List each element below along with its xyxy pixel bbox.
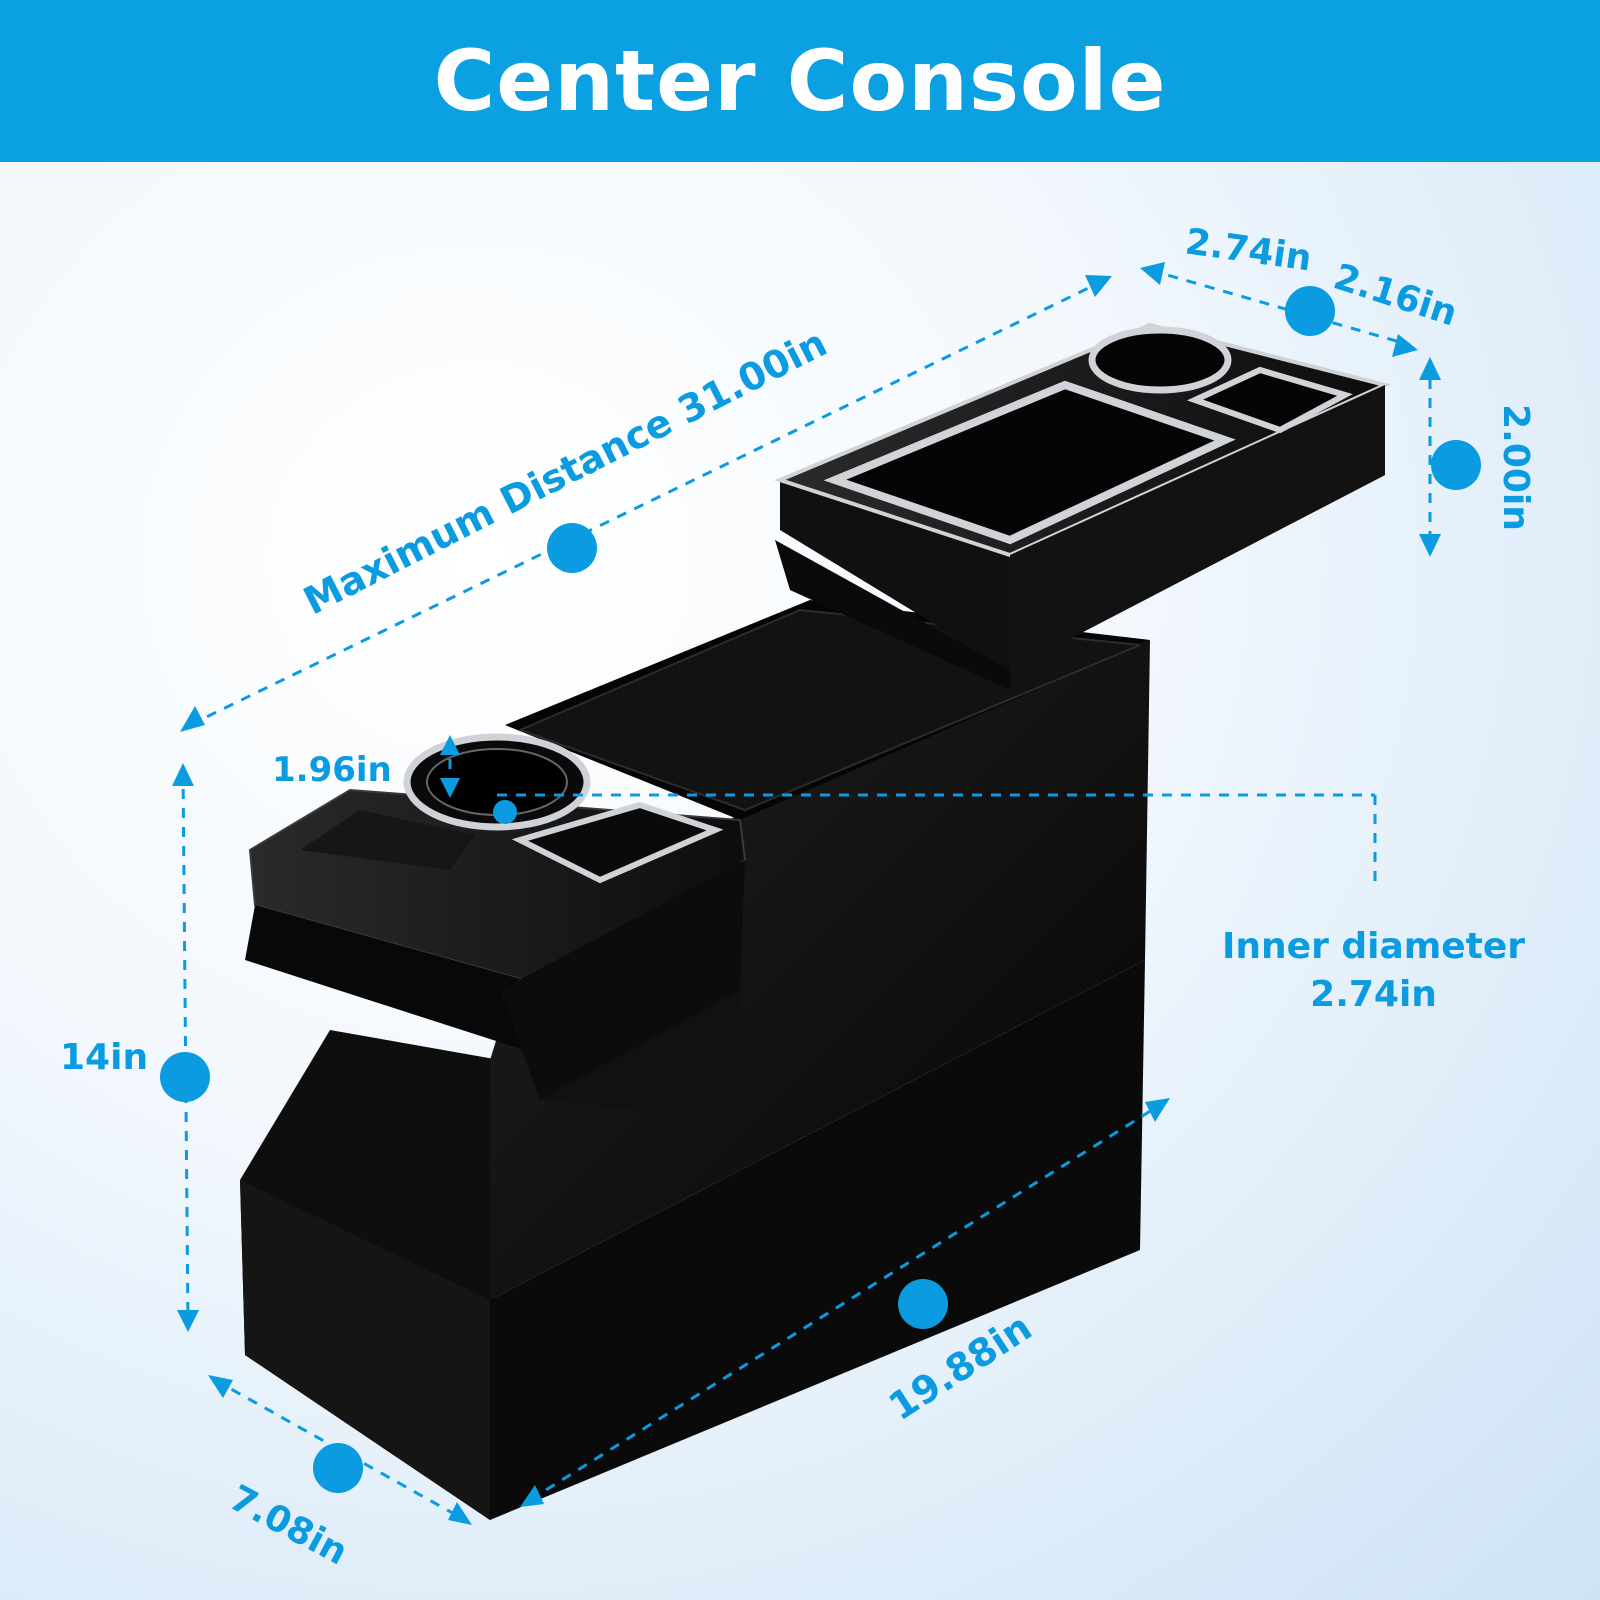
console-body — [240, 600, 1150, 1520]
dimension-lines — [181, 268, 1432, 1522]
front-phone-slot — [511, 801, 724, 884]
dimension-dots — [160, 286, 1481, 1493]
rear-phone-slot — [1187, 366, 1353, 434]
inner-diameter-line2: 2.74in — [1310, 974, 1437, 1015]
tray-height-label: 2.00in — [1494, 404, 1536, 531]
rear-cup-holder — [1088, 326, 1232, 394]
rear-tray — [774, 322, 1392, 690]
page-title: Center Console — [433, 32, 1167, 130]
title-banner: Center Console — [0, 0, 1600, 162]
dimension-arrows — [172, 262, 1441, 1525]
inner-diameter-label: Inner diameter 2.74in — [1222, 923, 1525, 1019]
front-armrest — [245, 733, 747, 1110]
height-label: 14in — [60, 1037, 149, 1078]
tray-compartment — [823, 380, 1236, 545]
inner-diameter-line1: Inner diameter — [1222, 926, 1526, 967]
cup-depth-label: 1.96in — [272, 750, 392, 790]
